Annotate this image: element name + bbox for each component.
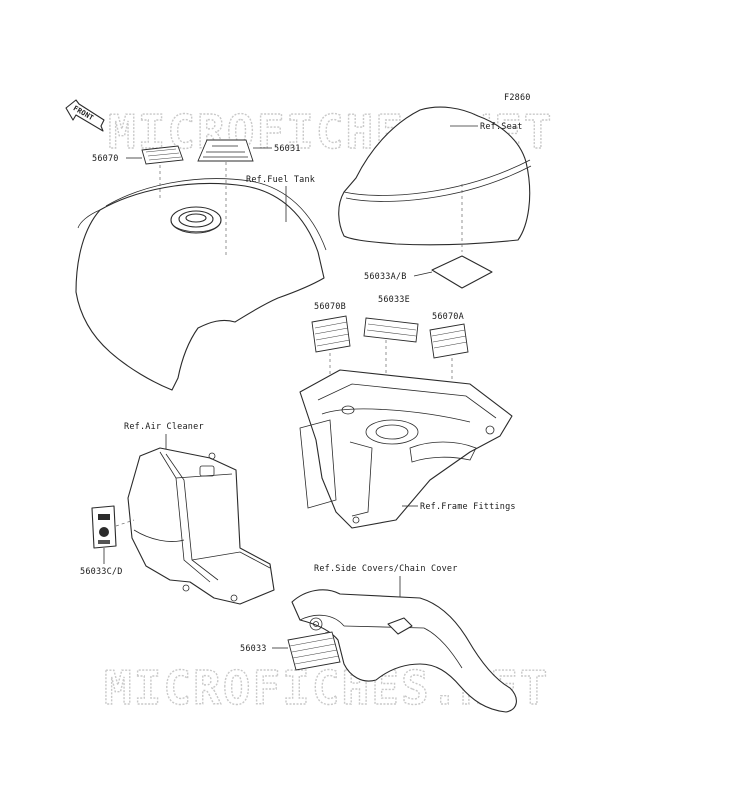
front-arrow-icon: FRONT [65,99,105,132]
figure-code: F2860 [504,93,531,103]
frame-fittings [299,369,513,529]
seat [338,106,532,252]
label-56033e: 56033E [378,295,410,305]
decal-56031 [197,139,272,258]
decal-56033ab [413,255,493,289]
label-ref-side-covers: Ref.Side Covers/Chain Cover [314,564,458,574]
air-cleaner [127,447,275,605]
decal-56033 [272,631,341,671]
fuel-tank [75,178,327,391]
label-56031: 56031 [274,144,301,154]
label-56070b: 56070B [314,302,346,312]
label-56033ab: 56033A/B [364,272,407,282]
label-56070: 56070 [92,154,119,164]
label-56033cd: 56033C/D [80,567,123,577]
label-ref-fuel-tank: Ref.Fuel Tank [246,175,315,185]
label-56070a: 56070A [432,312,464,322]
decal-56070b [311,315,351,388]
label-ref-seat: Ref.Seat [480,122,523,132]
label-ref-air-cleaner: Ref.Air Cleaner [124,422,204,432]
decal-56070 [126,145,184,200]
label-ref-frame-fittings: Ref.Frame Fittings [420,502,516,512]
decal-56033e [363,317,419,394]
chain-cover [291,589,517,713]
label-56033: 56033 [240,644,267,654]
decal-56033cd [91,505,135,564]
